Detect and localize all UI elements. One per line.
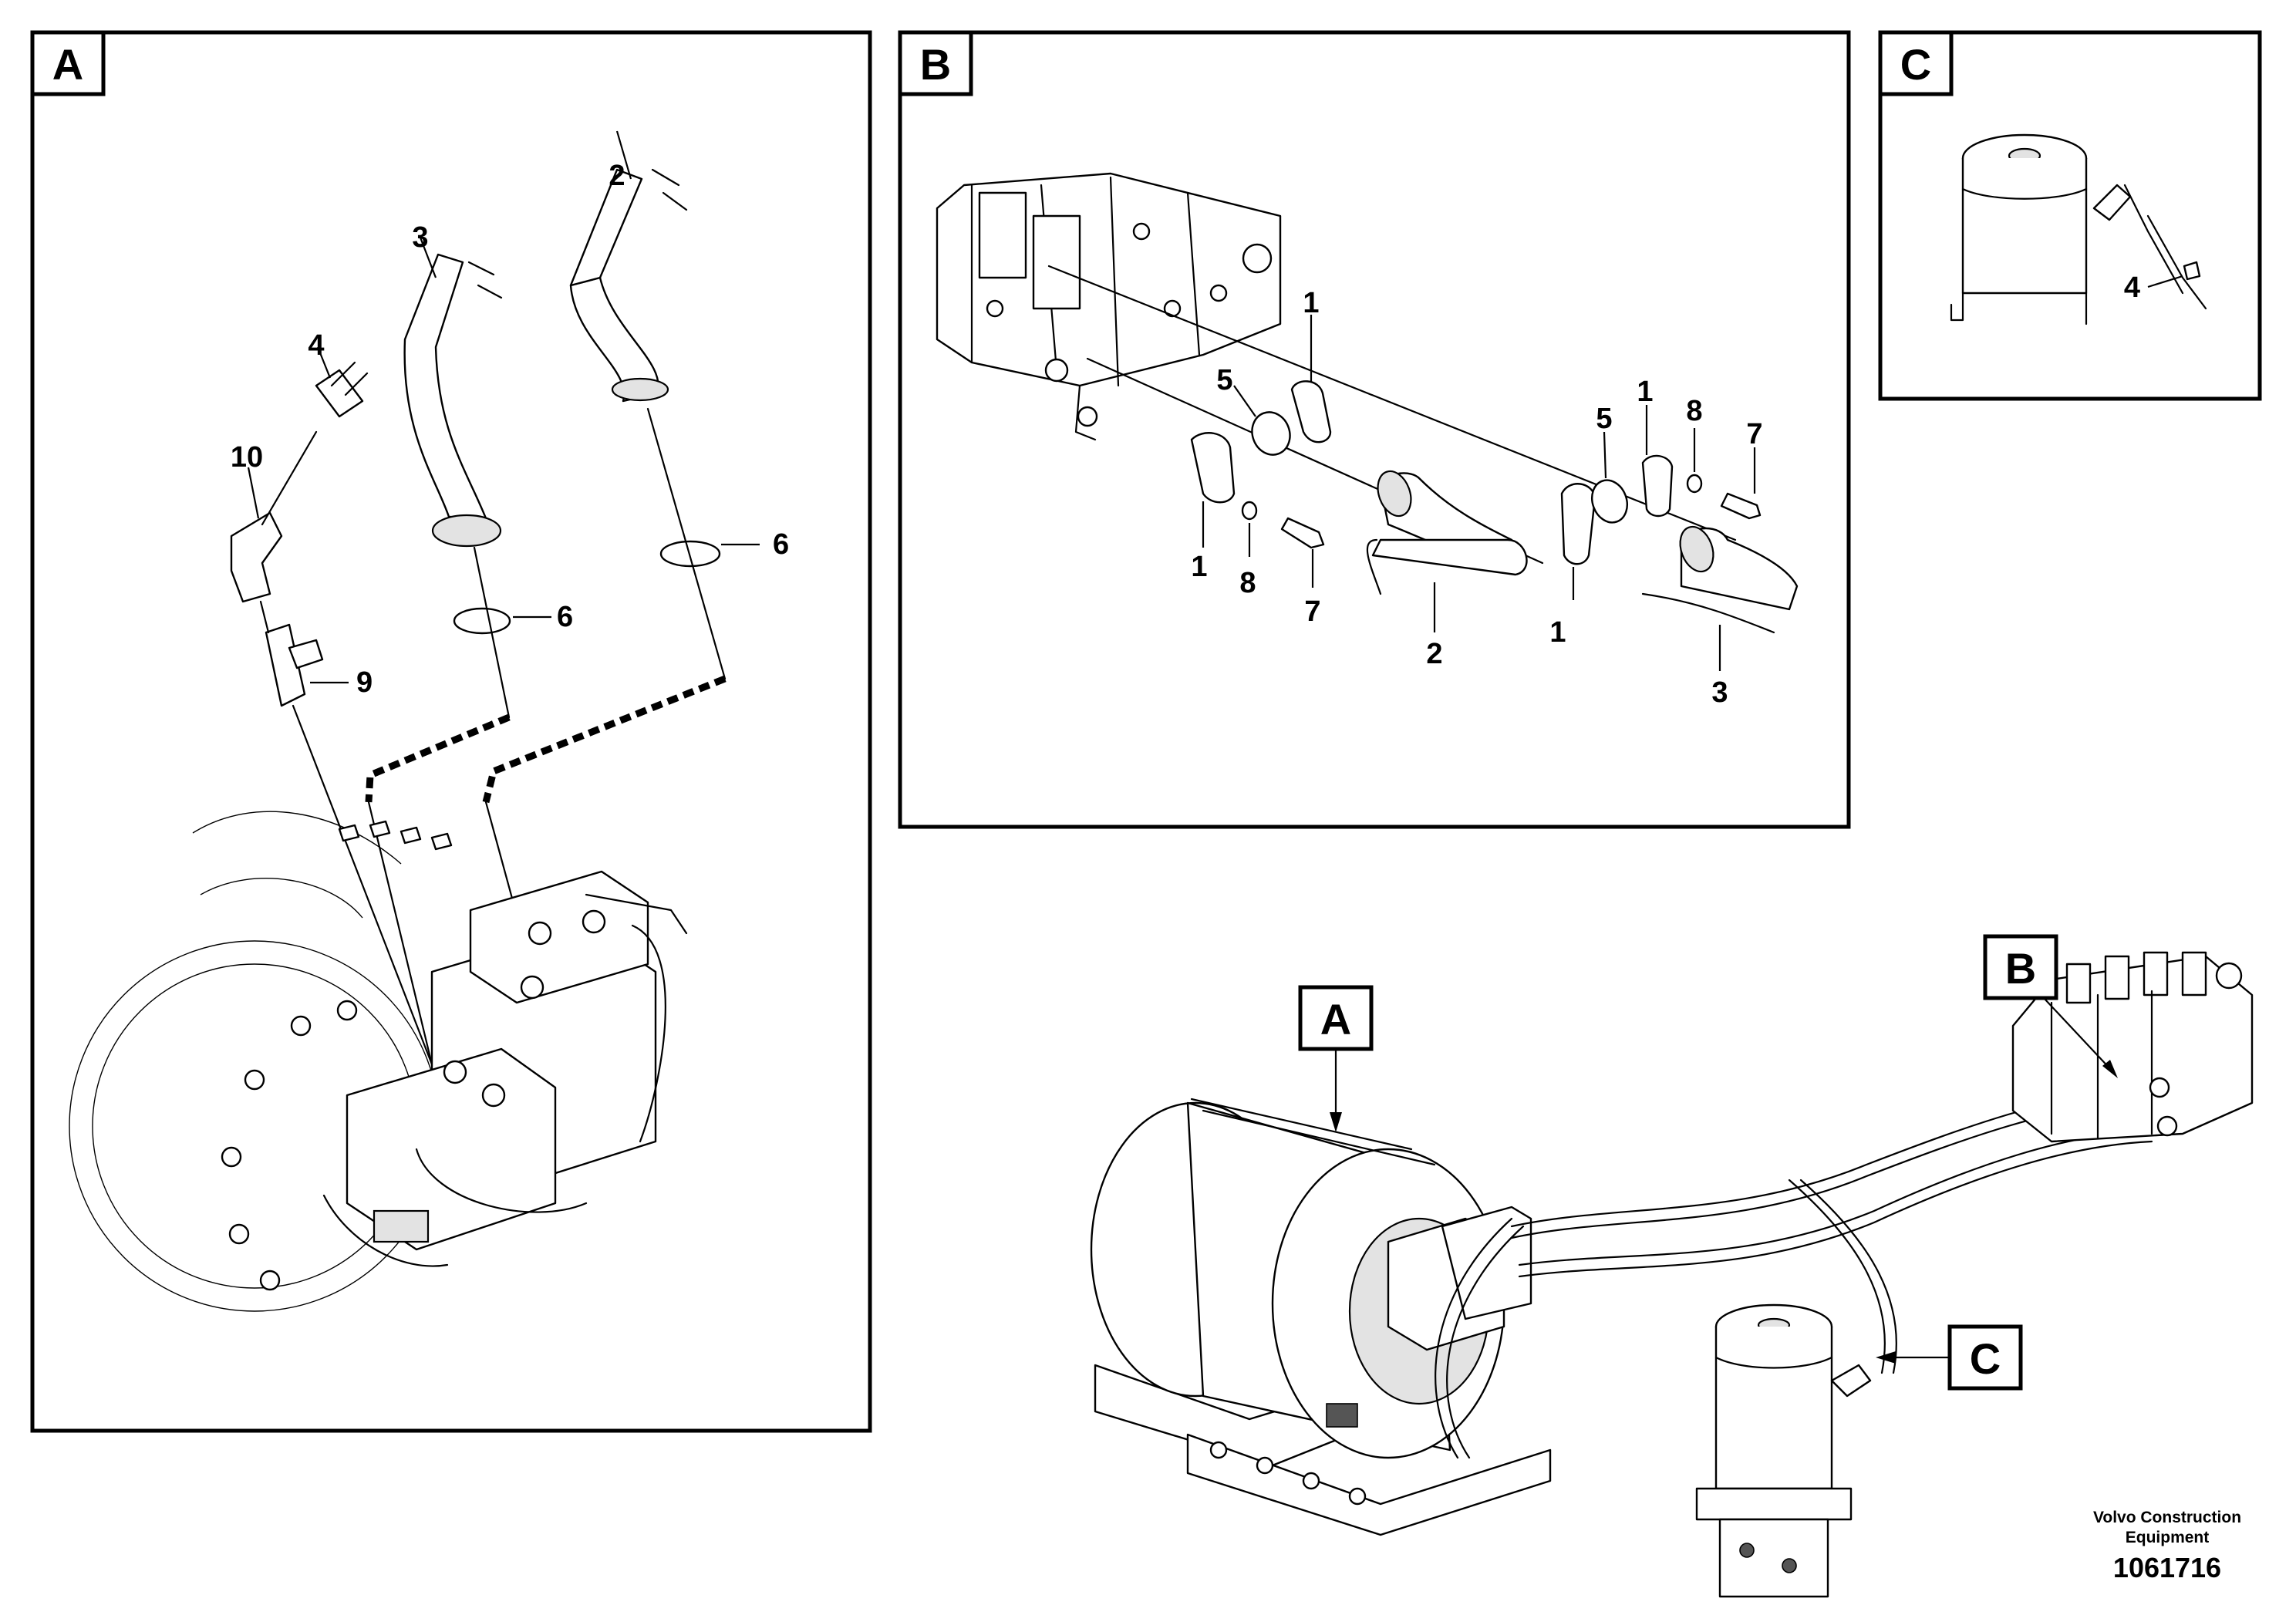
flange-half-1-upper-left xyxy=(1290,380,1332,443)
panel-c-label-box xyxy=(1878,30,1954,96)
detail-panel-b: B 1 1 5 8 xyxy=(898,30,1851,829)
swivel-joint-overview xyxy=(1695,1303,1872,1598)
callout-6-middle: 6 xyxy=(557,601,573,633)
callout-8-b: 8 xyxy=(1686,395,1702,427)
tee-9 xyxy=(265,623,306,707)
detail-panel-c: C 4 xyxy=(1878,30,2262,401)
flange-half-1-lower-right xyxy=(1560,483,1596,565)
caption-company-line2: Equipment xyxy=(2126,1529,2210,1546)
o-ring-5-left xyxy=(1251,411,1291,456)
callout-8-a: 8 xyxy=(1239,567,1256,599)
hose-2 xyxy=(569,276,659,403)
detail-panel-a: A 2 3 6 6 4 10 xyxy=(30,30,872,1433)
fitting-4-c xyxy=(2183,261,2201,281)
hose-3-flange xyxy=(431,514,502,548)
washer-8-left xyxy=(1241,501,1258,521)
washer-8-right xyxy=(1686,474,1703,494)
caption-company-line1: Volvo Construction xyxy=(2093,1509,2241,1526)
panel-a-label-box xyxy=(30,30,106,96)
panel-b-label: B xyxy=(920,40,951,89)
overview-label-b-box xyxy=(1983,934,2058,1000)
overview-assembly: A B C xyxy=(1090,934,2254,1598)
callout-3-b: 3 xyxy=(1711,676,1728,709)
panel-b-label-box xyxy=(898,30,973,96)
callout-7-b: 7 xyxy=(1746,418,1762,450)
flange-half-1-upper-right xyxy=(1641,454,1674,518)
callout-5-a: 5 xyxy=(1216,364,1232,396)
swivel-joint-sketch xyxy=(1950,133,2207,325)
overview-label-c: C xyxy=(1970,1334,2001,1383)
callout-1-c: 1 xyxy=(1549,616,1566,649)
control-valve-overview xyxy=(2011,951,2254,1143)
callout-4: 4 xyxy=(308,329,324,362)
o-ring-6-middle xyxy=(453,607,511,635)
callout-1-b: 1 xyxy=(1637,376,1653,408)
drawing-caption: Volvo Construction Equipment 1061716 xyxy=(2093,1509,2241,1583)
callout-4-c: 4 xyxy=(2124,271,2140,304)
o-ring-5-right xyxy=(1591,479,1628,524)
control-valve-sketch xyxy=(936,172,1282,441)
hose-2-flange xyxy=(611,377,669,402)
bolt-7-right xyxy=(1720,492,1762,520)
overview-label-a: A xyxy=(1320,995,1351,1044)
swivel-fitting xyxy=(2092,184,2132,221)
overview-label-a-box xyxy=(1298,985,1374,1051)
callout-1-d: 1 xyxy=(1191,551,1207,583)
callout-7-a: 7 xyxy=(1304,595,1320,628)
overview-label-b: B xyxy=(2005,944,2036,993)
pump-assembly-sketch xyxy=(69,811,688,1312)
panel-a-frame xyxy=(30,30,872,1433)
panel-c-frame xyxy=(1878,30,2262,401)
fitting-4 xyxy=(315,369,364,418)
panel-c-label: C xyxy=(1900,40,1931,89)
callout-10: 10 xyxy=(231,441,263,474)
drawing-number: 1061716 xyxy=(2113,1552,2221,1583)
hose-3 xyxy=(403,253,487,520)
elbow-10 xyxy=(230,511,283,603)
callout-2-b: 2 xyxy=(1426,638,1442,670)
callout-2: 2 xyxy=(609,160,625,192)
panel-b-frame xyxy=(898,30,1851,829)
callout-9: 9 xyxy=(356,666,373,699)
flange-half-1-lower-left xyxy=(1190,432,1236,504)
o-ring-6-right xyxy=(659,540,721,568)
winch-drum-sketch xyxy=(1090,1098,1552,1536)
callout-1-a: 1 xyxy=(1303,287,1319,319)
bolt-7-left xyxy=(1280,517,1325,549)
callout-6-right: 6 xyxy=(773,528,789,561)
callout-5-b: 5 xyxy=(1596,403,1612,435)
callout-3: 3 xyxy=(412,221,428,254)
panel-a-label: A xyxy=(52,40,83,89)
